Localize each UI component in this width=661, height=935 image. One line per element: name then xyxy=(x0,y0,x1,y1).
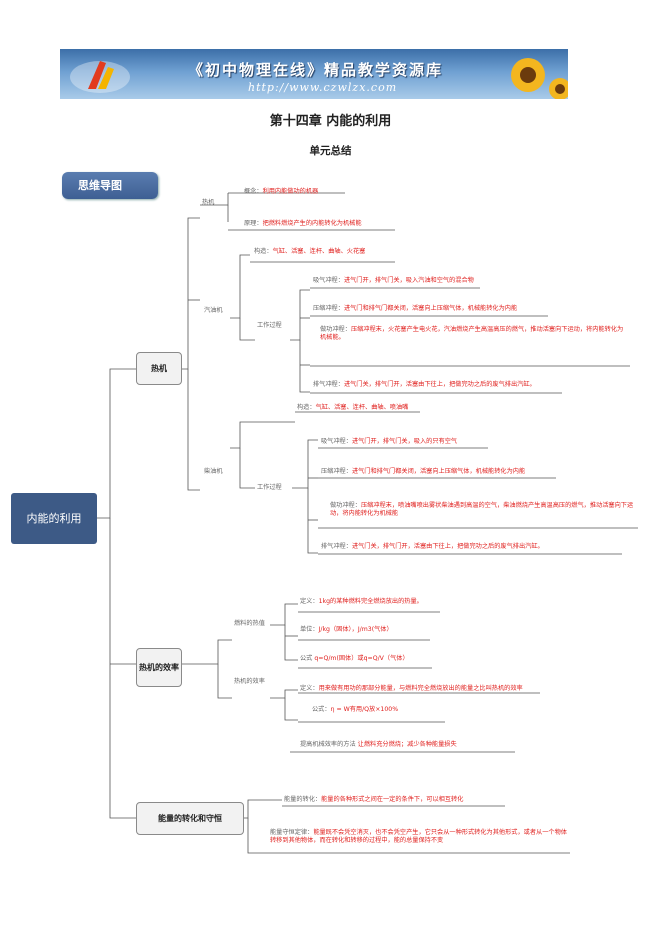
leaf-diesel-intake: 吸气冲程：进气门开，排气门关，吸入的只有空气 xyxy=(321,438,458,445)
label-gasoline-engine: 汽油机 xyxy=(204,307,223,314)
leaf-gasoline-power: 做功冲程：压缩冲程末，火花塞产生电火花，汽油燃烧产生高温高压的燃气，推动活塞向下… xyxy=(320,326,624,341)
leaf-principle: 原理：把燃料燃烧产生的内能转化为机械能 xyxy=(244,220,362,227)
banner-title: 《初中物理在线》精品教学资源库 xyxy=(188,61,444,79)
label-heat-engine-sub: 热机 xyxy=(202,199,215,206)
leaf-heat-value-formula: 公式 q=Q/m(固体）或q=Q/V（气体） xyxy=(300,655,409,662)
leaf-efficiency-def: 定义：用来做有用功的那部分能量，与燃料完全燃烧放出的能量之比叫热机的效率 xyxy=(300,685,523,692)
chapter-title: 第十四章 内能的利用 xyxy=(269,114,392,129)
mindmap-badge: 思维导图 xyxy=(62,172,158,199)
label-gasoline-process: 工作过程 xyxy=(257,322,282,329)
leaf-heat-value-unit: 单位：J/kg（固体），J/m3(气体） xyxy=(300,626,393,633)
leaf-gasoline-compression: 压缩冲程：进气门和排气门都关闭，活塞向上压缩气体，机械能转化为内能 xyxy=(313,305,518,312)
label-heat-value: 燃料的热值 xyxy=(234,620,265,627)
leaf-concept: 概念：利用内能做功的机器 xyxy=(244,188,319,195)
section-subtitle: 单元总结 xyxy=(309,145,352,157)
leaf-heat-value-def: 定义：1kg的某种燃料完全燃烧放出的热量。 xyxy=(300,598,423,605)
leaf-gasoline-exhaust: 排气冲程：进气门关，排气门开，活塞由下往上，把做完功之后的废气排出汽缸。 xyxy=(313,381,536,388)
node-heat-engine: 热机 xyxy=(136,352,182,385)
leaf-diesel-exhaust: 排气冲程：进气门关，排气门开，活塞由下往上，把做完功之后的废气排出汽缸。 xyxy=(321,543,544,550)
node-efficiency: 热机的效率 xyxy=(136,648,182,687)
leaf-diesel-power: 做功冲程：压缩冲程末，喷油嘴喷出雾状柴油遇到高温的空气，柴油燃烧产生高温高压的燃… xyxy=(330,502,634,517)
leaf-conservation-law: 能量守恒定律：能量既不会凭空消灭，也不会凭空产生，它只会从一种形式转化为其他形式… xyxy=(270,829,567,844)
banner-url[interactable]: http://www.czwlzx.com xyxy=(248,81,398,94)
leaf-gasoline-intake: 吸气冲程：进气门开，排气门关，吸入汽油和空气的混合物 xyxy=(313,277,474,284)
label-diesel-engine: 柴油机 xyxy=(204,468,223,475)
label-engine-efficiency: 热机的效率 xyxy=(234,678,265,685)
mindmap-root: 内能的利用 xyxy=(11,493,97,544)
header-banner: 《初中物理在线》精品教学资源库 http://www.czwlzx.com xyxy=(60,49,568,99)
leaf-diesel-compression: 压缩冲程：进气门和排气门都关闭，活塞向上压缩气体，机械能转化为内能 xyxy=(321,468,526,475)
leaf-efficiency-formula: 公式：η = W有用/Q放×100% xyxy=(312,706,399,713)
leaf-energy-transform: 能量的转化：能量的各种形式之间在一定的条件下，可以相互转化 xyxy=(284,796,464,803)
node-conservation: 能量的转化和守恒 xyxy=(136,802,244,835)
leaf-improve-efficiency: 提高机械效率的方法 让燃料充分燃烧；减少各种能量损失 xyxy=(300,741,457,748)
leaf-diesel-structure: 构造：气缸、活塞、连杆、曲轴、喷油嘴 xyxy=(297,404,409,411)
leaf-gasoline-structure: 构造：气缸、活塞、连杆、曲轴、火花塞 xyxy=(254,248,366,255)
banner-decoration xyxy=(70,58,568,99)
label-diesel-process: 工作过程 xyxy=(257,484,282,491)
